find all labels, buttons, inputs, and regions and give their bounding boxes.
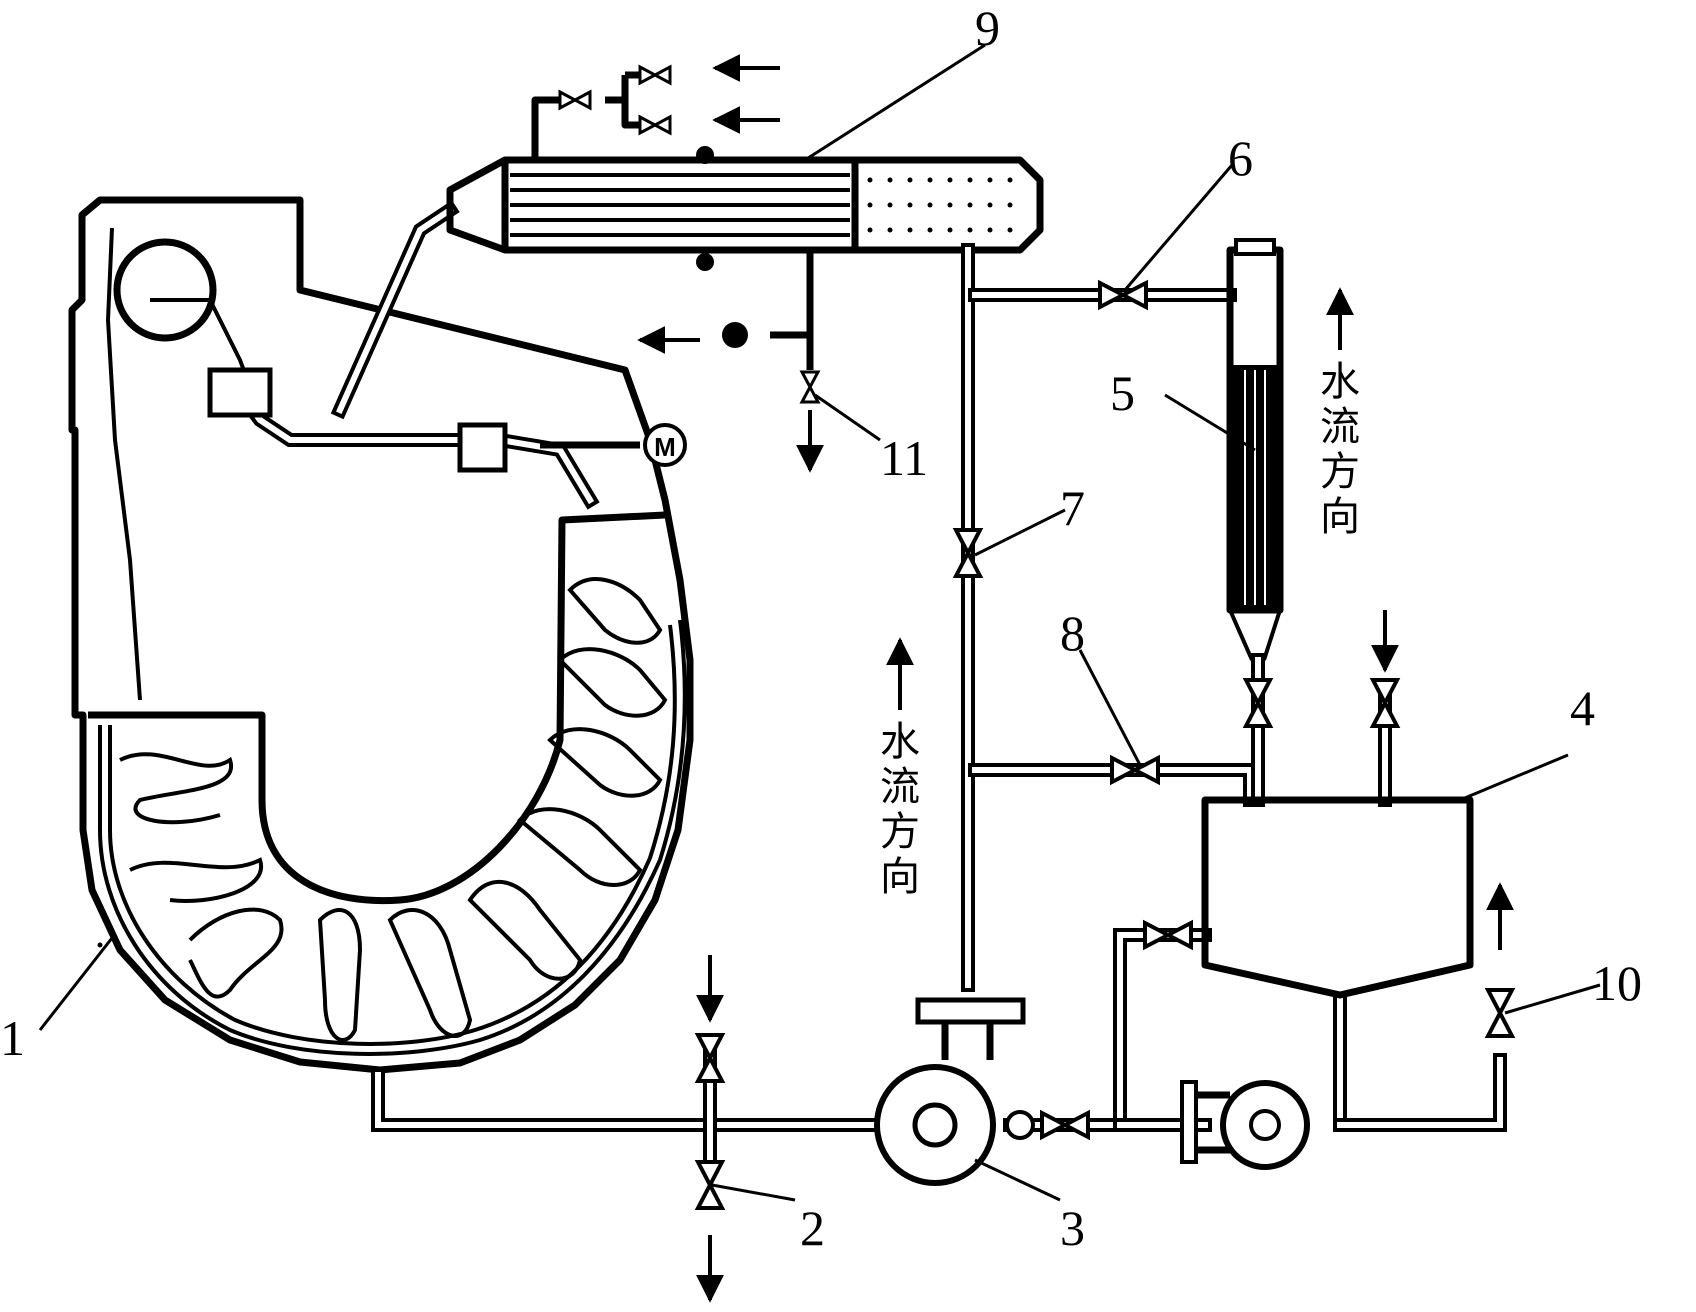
steam-valves xyxy=(558,64,672,136)
flow-text-right-0: 水 xyxy=(1320,359,1360,405)
leader-lines xyxy=(38,43,1601,1202)
tank-4 xyxy=(1201,796,1474,999)
valve-pump-discharge xyxy=(1040,1109,1090,1141)
valve-tank-inlet xyxy=(1369,678,1401,728)
label-5: 5 xyxy=(1110,365,1135,421)
flow-text-right-1: 流 xyxy=(1320,404,1360,450)
valve-6 xyxy=(1098,279,1148,311)
motor-symbol xyxy=(643,423,687,467)
machine-1: M xyxy=(68,196,694,1074)
pump-small xyxy=(1180,1080,1310,1170)
valve-2-lower xyxy=(694,1160,726,1210)
heat-exchanger-9 xyxy=(330,54,1044,473)
label-6: 6 xyxy=(1228,130,1253,186)
label-2: 2 xyxy=(800,1200,825,1256)
valve-8 xyxy=(1110,754,1160,786)
label-11: 11 xyxy=(880,430,928,486)
label-3: 3 xyxy=(1060,1200,1085,1256)
valve-2-upper xyxy=(694,1033,726,1083)
valves xyxy=(694,279,1516,1210)
label-9: 9 xyxy=(975,0,1000,56)
flow-text-right-3: 向 xyxy=(1320,494,1360,540)
flow-arrows xyxy=(696,287,1514,1303)
number-labels: 1 2 3 4 5 6 7 8 9 10 11 xyxy=(0,0,1642,1256)
exchanger-dots xyxy=(867,177,1013,233)
flow-text-right-2: 方 xyxy=(1320,449,1360,495)
flow-direction-right: 水 流 方 向 xyxy=(1320,359,1360,540)
valve-tank-side xyxy=(1143,919,1193,951)
valve-column-outlet xyxy=(1242,678,1274,728)
flow-direction-left: 水 流 方 向 xyxy=(880,719,920,900)
flow-text-left-1: 流 xyxy=(880,764,920,810)
flow-text-left-0: 水 xyxy=(880,719,920,765)
column-5 xyxy=(1226,238,1284,661)
flow-text-left-2: 方 xyxy=(880,809,920,855)
valve-10 xyxy=(1484,988,1516,1038)
label-4: 4 xyxy=(1570,680,1595,736)
label-7: 7 xyxy=(1060,480,1085,536)
valve-7 xyxy=(952,528,984,578)
motor-label: M xyxy=(654,432,676,462)
label-8: 8 xyxy=(1060,605,1085,661)
label-10: 10 xyxy=(1592,955,1642,1011)
label-1: 1 xyxy=(0,1010,25,1066)
pump-3 xyxy=(874,997,1035,1186)
flow-text-left-3: 向 xyxy=(880,854,920,900)
exchanger-tubes xyxy=(510,173,850,237)
